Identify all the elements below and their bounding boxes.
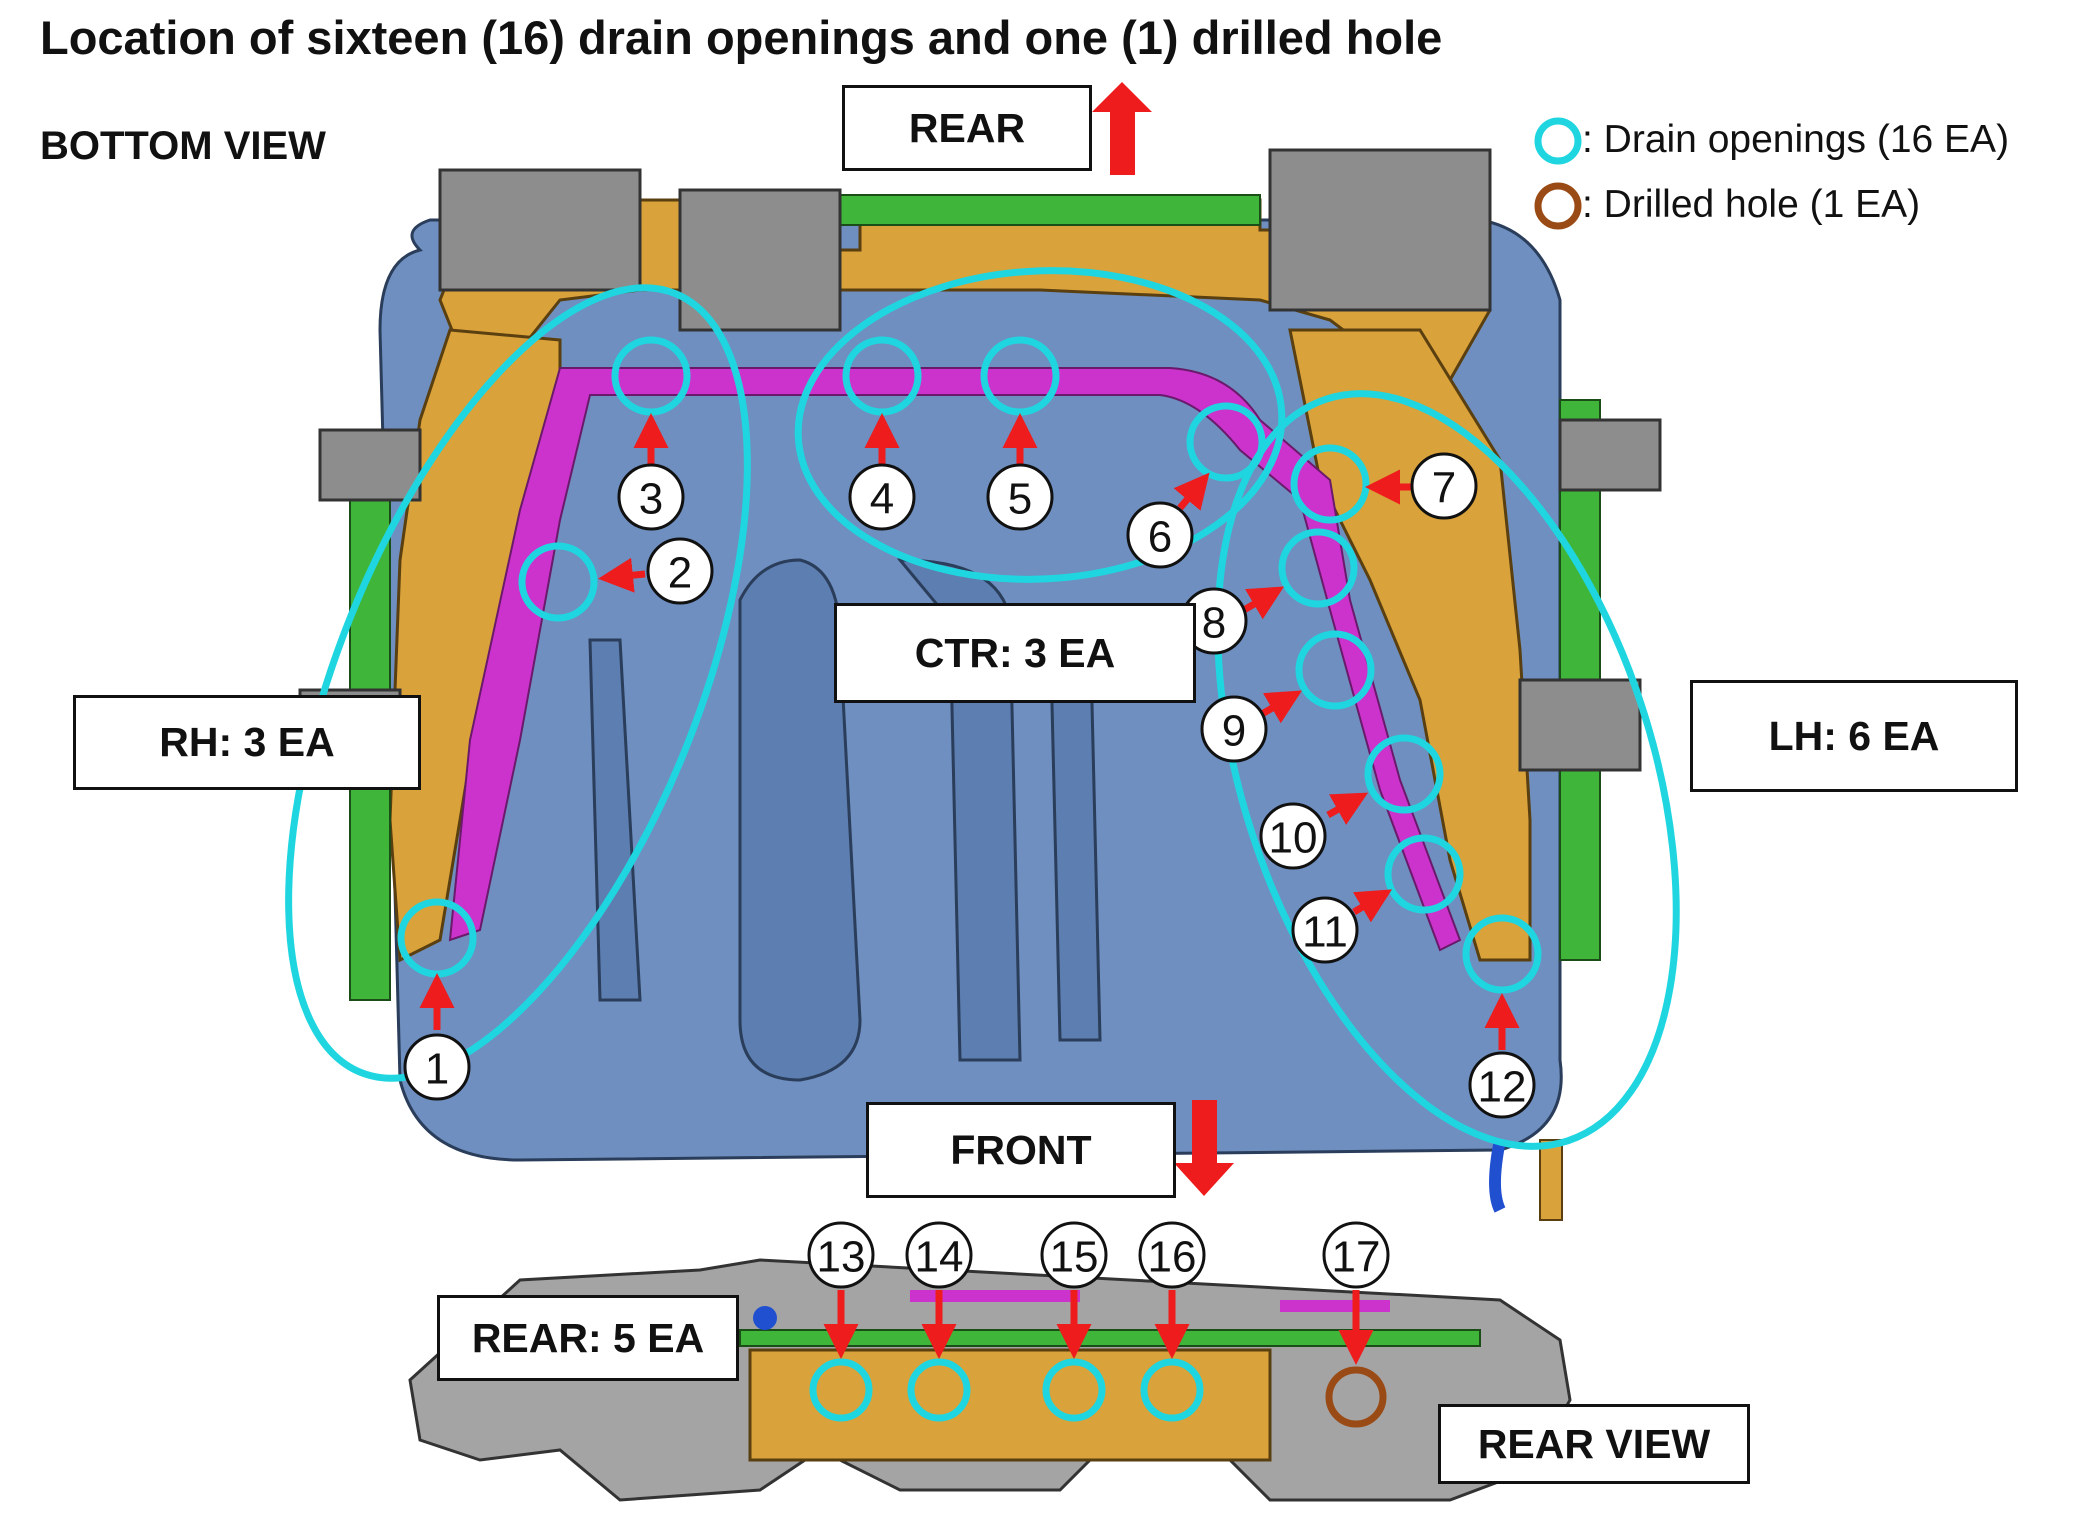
callout-6: 6: [1126, 501, 1194, 569]
callout-badges: 1 2 3 4 5 6 7 8 9 10 11 12 13 14 15 16 1…: [403, 452, 1536, 1289]
rear-tank-orange: [748, 1348, 1272, 1462]
callout-label-16: 16: [1148, 1233, 1197, 1282]
arrow-6: [1173, 472, 1210, 511]
callout-label-12: 12: [1478, 1063, 1527, 1112]
inner-channel-1: [738, 558, 862, 1082]
bracket-side-right: [1518, 678, 1642, 772]
group-label-rear: REAR: 5 EA: [437, 1295, 739, 1381]
callout-label-7: 7: [1432, 464, 1456, 513]
callout-7: 7: [1410, 452, 1478, 520]
callout-1: 1: [403, 1033, 471, 1101]
callout-2: 2: [646, 537, 714, 605]
callout-8: 8: [1180, 587, 1248, 655]
bracket-top-left: [438, 168, 642, 292]
drain-ring-2: [518, 542, 598, 622]
legend-drilled-text: : Drilled hole (1 EA): [1582, 183, 1921, 226]
arrow-10: [1326, 792, 1369, 825]
callout-16: 16: [1138, 1221, 1206, 1289]
rear-direction-arrow: [1092, 82, 1152, 175]
front-direction-label: FRONT: [866, 1102, 1176, 1198]
group-label-rh: RH: 3 EA: [73, 695, 421, 790]
callout-label-14: 14: [915, 1233, 964, 1282]
drain-ring-5: [980, 336, 1060, 416]
arrow-11: [1352, 889, 1393, 923]
drain-ring-14: [907, 1358, 971, 1422]
callout-label-8: 8: [1202, 599, 1226, 648]
callout-10: 10: [1259, 802, 1327, 870]
drain-ring-6: [1186, 402, 1266, 482]
callout-label-11: 11: [1302, 908, 1348, 957]
bracket-top-right: [1268, 148, 1492, 312]
hose: [1489, 1138, 1506, 1213]
drain-ring-9: [1295, 630, 1375, 710]
callout-13: 13: [807, 1221, 875, 1289]
callout-9: 9: [1200, 695, 1268, 763]
arrow-2: [598, 557, 646, 593]
callout-label-4: 4: [870, 475, 894, 524]
callout-15: 15: [1040, 1221, 1108, 1289]
rear-top-green: [739, 1329, 1481, 1347]
legend-drain-text: : Drain openings (16 EA): [1582, 118, 2010, 161]
drilled-hole-ring-17: [1325, 1366, 1387, 1428]
callout-label-6: 6: [1148, 513, 1172, 562]
callout-label-5: 5: [1008, 475, 1032, 524]
callout-14: 14: [905, 1221, 973, 1289]
drain-ring-10: [1364, 734, 1444, 814]
bracket-mid-left: [318, 428, 422, 502]
bracket-top-mid: [678, 188, 842, 332]
arrow-9: [1260, 690, 1303, 724]
rear-view-label: REAR VIEW: [1438, 1404, 1750, 1484]
legend-drain-ring: [1534, 117, 1582, 165]
callout-arrows-bottom: [419, 413, 1520, 1050]
callout-12: 12: [1468, 1051, 1536, 1119]
callout-3: 3: [617, 463, 685, 531]
callout-5: 5: [986, 463, 1054, 531]
drain-ring-11: [1384, 834, 1464, 914]
rear-top-magenta-1: [910, 1290, 1080, 1302]
callout-arrows-rear: [823, 1290, 1374, 1365]
callout-label-1: 1: [425, 1045, 449, 1094]
drain-ring-4: [842, 336, 922, 416]
callout-label-17: 17: [1332, 1233, 1381, 1282]
group-label-ctr: CTR: 3 EA: [834, 603, 1196, 703]
direction-arrows: [1092, 82, 1234, 1196]
drain-ring-15: [1042, 1358, 1106, 1422]
arrow-8: [1242, 586, 1285, 620]
drain-ring-16: [1140, 1358, 1204, 1422]
callout-label-3: 3: [639, 475, 663, 524]
drain-ring-3: [611, 336, 691, 416]
group-outline-lh: [1214, 390, 1680, 1150]
callout-11: 11: [1291, 896, 1359, 964]
rear-top-magenta-2: [1280, 1300, 1390, 1312]
group-label-lh: LH: 6 EA: [1690, 680, 2018, 792]
front-direction-arrow: [1174, 1100, 1234, 1196]
rear-blue-fitting: [753, 1306, 777, 1330]
drain-ring-8: [1278, 528, 1358, 608]
group-outline-ctr: [794, 267, 1286, 583]
callout-label-15: 15: [1050, 1233, 1099, 1282]
callout-17: 17: [1322, 1221, 1390, 1289]
drain-ring-12: [1462, 914, 1542, 994]
page-title: Location of sixteen (16) drain openings …: [40, 11, 1443, 64]
hose-fitting: [1539, 1139, 1563, 1221]
drain-ring-13: [809, 1358, 873, 1422]
rear-direction-label: REAR: [842, 85, 1092, 171]
callout-label-13: 13: [817, 1233, 866, 1282]
callout-label-10: 10: [1269, 814, 1318, 863]
callout-4: 4: [848, 463, 916, 531]
bottom-view-label: BOTTOM VIEW: [40, 124, 326, 168]
legend-drilled-ring: [1534, 182, 1582, 230]
bracket-mid-right: [1558, 418, 1662, 492]
callout-label-9: 9: [1222, 707, 1246, 756]
drain-rings-rear: [809, 1358, 1204, 1422]
group-outline-rh: [285, 284, 751, 1082]
callout-label-2: 2: [668, 549, 692, 598]
